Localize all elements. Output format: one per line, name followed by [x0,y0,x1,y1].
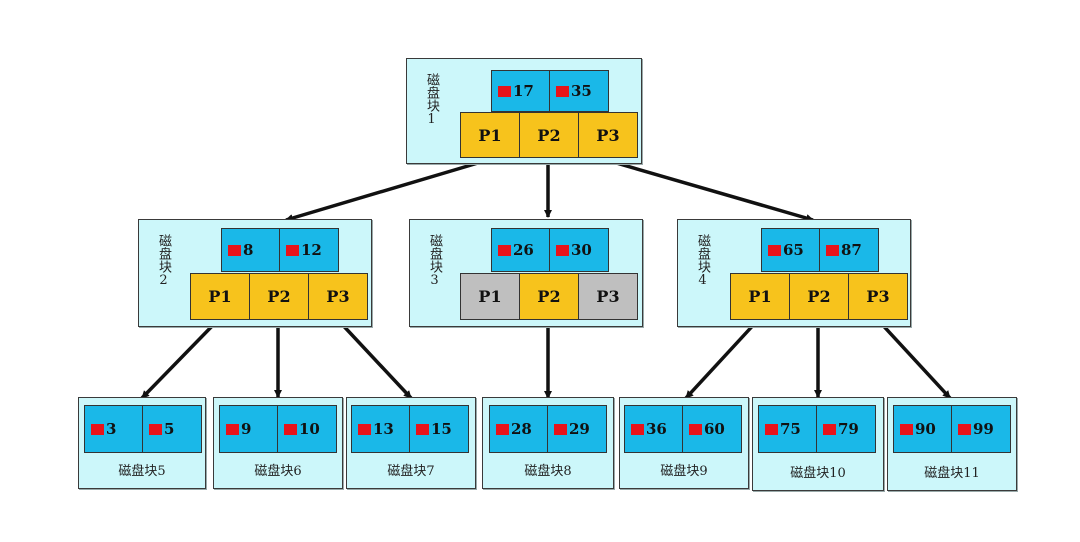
key-cell: 65 [761,228,821,272]
pointer-marker [900,423,913,435]
pointer-marker [498,85,511,97]
pointer-marker [554,423,567,435]
block-label: 磁盘块9 [660,464,708,479]
disk-block-7: 13 15 磁盘块7 [346,397,476,489]
pointer-marker [91,423,104,435]
key-cell: 36 [624,405,684,453]
key-cell: 5 [142,405,202,453]
pointer-p2: P2 [519,273,579,320]
arrow-root-p3 [605,158,814,222]
key-cell: 15 [409,405,469,453]
key-cell: 87 [819,228,879,272]
key-cell: 30 [549,228,609,272]
pointer-marker [416,423,429,435]
disk-block-9: 36 60 磁盘块9 [619,397,749,489]
pointer-p2: P2 [249,273,309,320]
disk-block-10: 75 79 磁盘块10 [752,397,884,491]
pointer-p2: P2 [519,112,579,158]
disk-block-2: 磁盘块2 8 12 P1 P2 P3 [138,219,372,327]
pointer-p1: P1 [190,273,250,320]
key-cell: 79 [816,405,876,453]
pointer-marker [228,244,241,256]
disk-block-5: 3 5 磁盘块5 [78,397,206,489]
block-label: 磁盘块3 [427,234,442,288]
disk-block-3: 磁盘块3 26 30 P1 P2 P3 [409,219,643,327]
arrow-block4-p1 [684,318,760,400]
block-label: 磁盘块2 [156,234,171,288]
pointer-marker [286,244,299,256]
pointer-p1: P1 [460,112,520,158]
pointer-marker [556,85,569,97]
pointer-marker [631,423,644,435]
pointer-marker [768,244,781,256]
arrow-block4-p3 [876,318,952,400]
disk-block-11: 90 99 磁盘块11 [887,397,1017,491]
pointer-p1: P1 [730,273,790,320]
pointer-marker [358,423,371,435]
pointer-p2: P2 [789,273,849,320]
arrow-root-p1 [285,158,489,222]
block-label: 磁盘块4 [695,234,710,288]
block-label: 磁盘块8 [524,464,572,479]
key-cell: 3 [84,405,144,453]
block-label: 磁盘块1 [424,73,439,127]
key-cell: 90 [893,405,953,453]
pointer-marker [556,244,569,256]
disk-block-1: 磁盘块1 17 35 P1 P2 P3 [406,58,642,164]
key-cell: 99 [951,405,1011,453]
pointer-marker [149,423,162,435]
key-cell: 28 [489,405,549,453]
block-label: 磁盘块5 [118,464,166,479]
pointer-marker [689,423,702,435]
arrow-block2-p1 [140,318,220,400]
block-label: 磁盘块7 [387,464,435,479]
pointer-marker [823,423,836,435]
pointer-marker [765,423,778,435]
key-cell: 75 [758,405,818,453]
block-label: 磁盘块10 [790,466,846,481]
pointer-p3: P3 [578,112,638,158]
arrow-block2-p3 [336,318,413,400]
key-cell: 12 [279,228,339,272]
block-label: 磁盘块11 [924,466,980,481]
key-cell: 8 [221,228,281,272]
block-label: 磁盘块6 [254,464,302,479]
pointer-marker [498,244,511,256]
key-cell: 35 [549,70,609,112]
key-cell: 29 [547,405,607,453]
key-cell: 26 [491,228,551,272]
pointer-marker [826,244,839,256]
pointer-p3: P3 [308,273,368,320]
pointer-marker [496,423,509,435]
pointer-p3: P3 [848,273,908,320]
disk-block-8: 28 29 磁盘块8 [482,397,614,489]
pointer-p3: P3 [578,273,638,320]
disk-block-6: 9 10 磁盘块6 [213,397,343,489]
pointer-marker [958,423,971,435]
key-cell: 10 [277,405,337,453]
disk-block-4: 磁盘块4 65 87 P1 P2 P3 [677,219,911,327]
key-cell: 9 [219,405,279,453]
key-cell: 60 [682,405,742,453]
pointer-marker [284,423,297,435]
key-cell: 17 [491,70,551,112]
key-cell: 13 [351,405,411,453]
pointer-p1: P1 [460,273,520,320]
pointer-marker [226,423,239,435]
